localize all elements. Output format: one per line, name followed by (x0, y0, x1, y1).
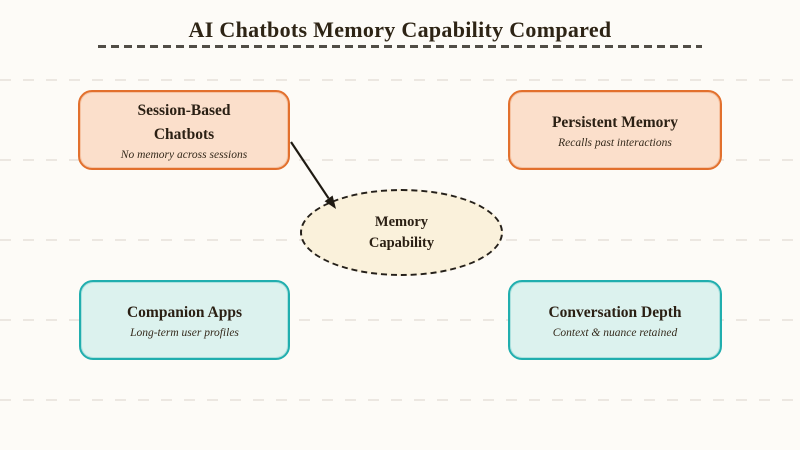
background-guide-line (0, 79, 800, 81)
node-title: Session-Based Chatbots (137, 102, 231, 143)
node-title: Conversation Depth (548, 303, 682, 321)
node-memory-capability: Memory Capability (300, 189, 503, 276)
node-companion-apps: Companion Apps Long-term user profiles (79, 280, 290, 360)
background-guide-line (0, 159, 800, 161)
background-guide-line (0, 319, 800, 321)
node-subtitle: Recalls past interactions (558, 137, 672, 150)
title-underline (98, 45, 702, 48)
node-persistent-memory: Persistent Memory Recalls past interacti… (508, 90, 722, 170)
node-session-based-chatbots: Session-Based Chatbots No memory across … (78, 90, 290, 170)
diagram-title: AI Chatbots Memory Capability Compared (188, 17, 612, 42)
center-label: Memory Capability (368, 214, 435, 251)
node-conversation-depth: Conversation Depth Context & nuance reta… (508, 280, 722, 360)
node-title: Persistent Memory (551, 113, 679, 131)
node-title: Companion Apps (126, 303, 242, 321)
node-subtitle: Context & nuance retained (552, 327, 678, 340)
background-guide-line (0, 399, 800, 401)
node-subtitle: No memory across sessions (120, 148, 248, 161)
node-subtitle: Long-term user profiles (130, 327, 239, 340)
